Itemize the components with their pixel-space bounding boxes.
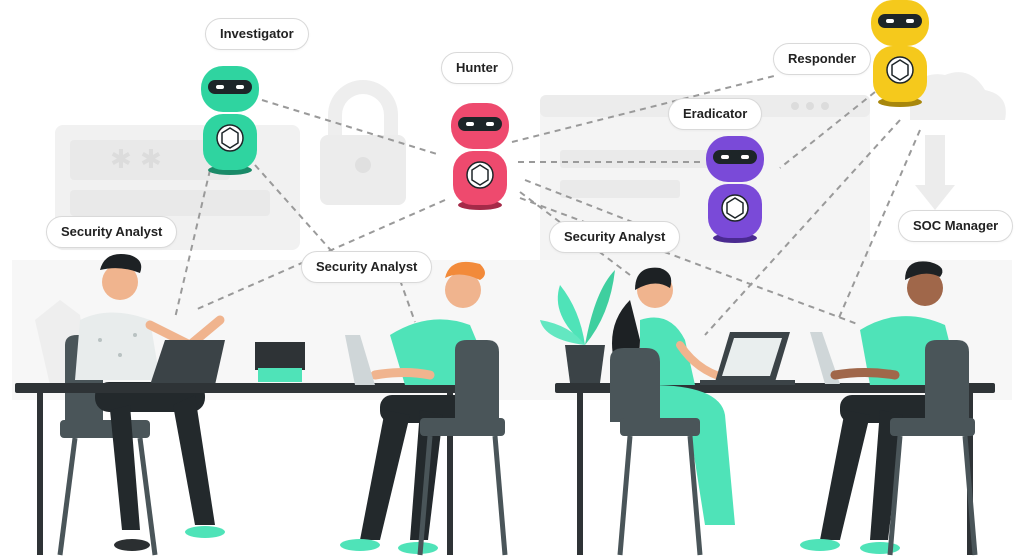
label-soc-manager: SOC Manager [898,210,1014,242]
right-workstation [540,261,995,556]
hunter-bot-icon [451,103,509,210]
responder-bot-icon [871,0,929,107]
label-investigator: Investigator [205,18,309,50]
label-hunter: Hunter [441,52,513,84]
label-security-analyst-3: Security Analyst [549,221,681,253]
label-eradicator: Eradicator [668,98,763,130]
svg-text:✱ ✱: ✱ ✱ [110,145,162,175]
label-responder: Responder [773,43,871,75]
label-security-analyst-2: Security Analyst [301,251,433,283]
investigator-bot-icon [201,66,259,175]
label-security-analyst-1: Security Analyst [46,216,178,248]
left-workstation [15,254,508,556]
eradicator-bot-icon [706,136,764,243]
